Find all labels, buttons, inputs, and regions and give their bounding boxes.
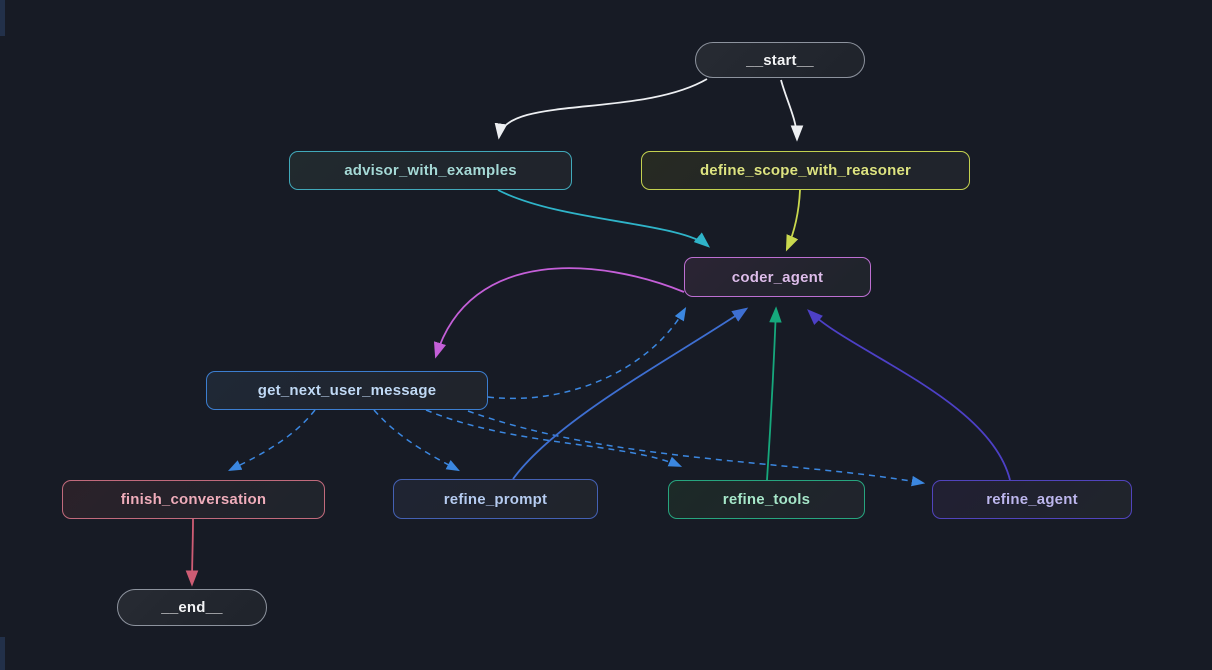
- node-label: refine_agent: [986, 491, 1078, 508]
- edge-define-to-coder: [785, 189, 801, 252]
- node-refine_agent[interactable]: refine_agent: [932, 480, 1132, 519]
- edge-get-next-to-coder: [487, 307, 687, 400]
- node-coder_agent[interactable]: coder_agent: [684, 257, 871, 297]
- edge-refine-tools-to-coder: [766, 306, 782, 481]
- node-label: __start__: [746, 51, 814, 69]
- edge-refine-prompt-to-coder: [512, 307, 749, 480]
- node-label: refine_prompt: [443, 490, 548, 508]
- node-define_scope_with_reasoner[interactable]: define_scope_with_reasoner: [641, 151, 970, 190]
- edge-start-to-define: [780, 79, 804, 142]
- node-label: __end__: [161, 599, 223, 616]
- node-advisor_with_examples[interactable]: advisor_with_examples: [289, 151, 572, 190]
- edge-refine-agent-to-coder: [807, 309, 1011, 481]
- node-label: finish_conversation: [120, 491, 267, 508]
- edge-get-next-to-finish: [227, 409, 316, 472]
- edge-get-next-to-refine-tools: [425, 409, 683, 467]
- node-label: advisor_with_examples: [344, 162, 517, 179]
- node-start[interactable]: __start__: [695, 42, 865, 78]
- edge-coder-to-get-next: [433, 267, 685, 359]
- node-label: get_next_user_message: [257, 382, 437, 399]
- node-refine_prompt[interactable]: refine_prompt: [393, 479, 598, 519]
- left-edge-accent-bottom: [0, 637, 5, 670]
- left-edge-accent-top: [0, 0, 5, 36]
- node-end[interactable]: __end__: [117, 589, 267, 626]
- edge-start-to-advisor: [494, 78, 708, 140]
- edge-get-next-to-refine-prompt: [373, 409, 460, 472]
- node-label: define_scope_with_reasoner: [699, 162, 912, 179]
- edge-advisor-to-coder: [497, 189, 711, 248]
- node-label: refine_tools: [722, 491, 811, 508]
- edge-get-next-to-refine-agent: [467, 410, 926, 487]
- node-label: coder_agent: [731, 268, 824, 286]
- node-finish_conversation[interactable]: finish_conversation: [62, 480, 325, 519]
- edge-finish-to-end: [185, 518, 199, 587]
- node-get_next_user_message[interactable]: get_next_user_message: [206, 371, 488, 410]
- node-refine_tools[interactable]: refine_tools: [668, 480, 865, 519]
